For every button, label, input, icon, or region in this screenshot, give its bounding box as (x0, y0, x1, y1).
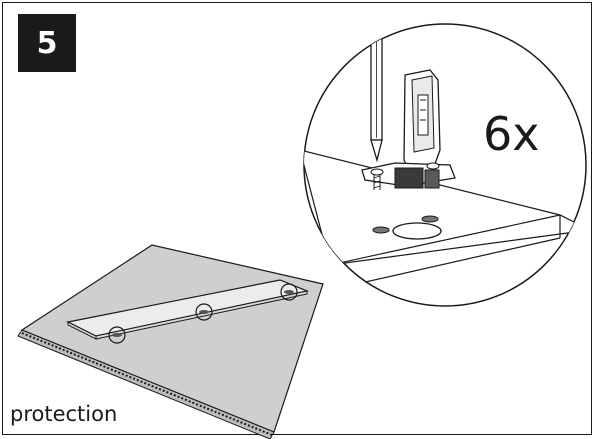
door-panel (66, 279, 310, 344)
screw-hole-left (372, 226, 390, 234)
protection-label: protection (10, 402, 118, 426)
detail-zoom-circle (303, 23, 587, 307)
hinge-marker-2 (195, 303, 213, 321)
hinge (361, 69, 456, 190)
hinge-marker-1 (108, 326, 126, 344)
step-number-badge: 5 (18, 14, 76, 72)
screw-right (426, 162, 440, 170)
quantity-multiplier: 6x (483, 107, 540, 161)
hinge-marker-3 (280, 283, 298, 301)
cup-hole (392, 222, 442, 240)
screwdriver (370, 35, 383, 163)
screw-hole-right (421, 215, 439, 223)
screw-left (370, 168, 384, 190)
